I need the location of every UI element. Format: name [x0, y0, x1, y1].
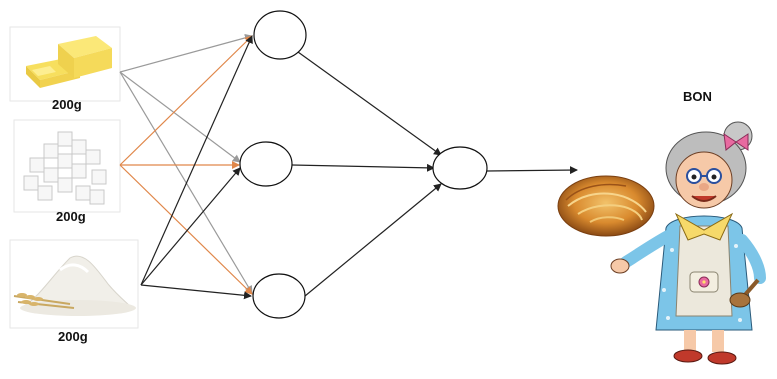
edge-h2-out: [291, 163, 435, 172]
cake-image: [557, 175, 655, 237]
edge-flour-h3: [140, 284, 252, 300]
edge-sugar-h1: [119, 35, 253, 166]
sugar-image: [13, 119, 121, 213]
verdict-label: BON: [683, 89, 712, 104]
edge-flour-h1: [140, 35, 253, 286]
butter-image: [9, 26, 121, 102]
butter-quantity-label: 200g: [52, 97, 82, 112]
flour-image: [9, 239, 139, 329]
edge-butter-h1: [119, 33, 253, 73]
edge-h3-out: [304, 183, 442, 297]
edge-h1-out: [297, 51, 442, 156]
edges-from-flour: [140, 35, 253, 300]
edge-sugar-h3: [119, 164, 253, 295]
grandmother-image: [610, 121, 766, 365]
edge-butter-h3: [119, 71, 253, 294]
edge-flour-h2: [140, 167, 241, 286]
flour-quantity-label: 200g: [58, 329, 88, 344]
output-node: [432, 146, 488, 190]
sugar-quantity-label: 200g: [56, 209, 86, 224]
hidden-node-2: [239, 141, 293, 187]
hidden-node-3: [252, 273, 306, 319]
edges-from-butter: [119, 33, 253, 294]
hidden-node-1: [253, 10, 307, 60]
edge-out-result: [486, 166, 578, 175]
edges-from-sugar: [119, 35, 253, 295]
edge-butter-h2: [119, 71, 241, 163]
edges-hidden-to-output: [291, 51, 442, 297]
